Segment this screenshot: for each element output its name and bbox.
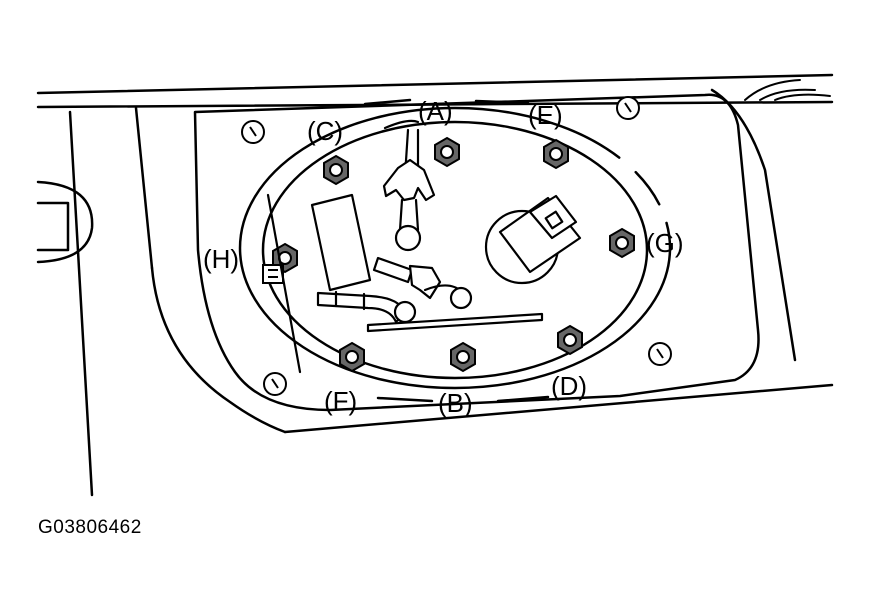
nut-d — [557, 324, 583, 356]
callout-b: (B) — [438, 388, 473, 418]
loom-line-3 — [774, 93, 831, 101]
connector-slot — [544, 210, 564, 230]
panel-inner-vertical-line — [134, 106, 154, 270]
panel-bottom-edge — [283, 383, 834, 434]
lower-hose-connector — [372, 256, 414, 284]
flange-outer-ring — [238, 106, 672, 390]
return-hose-band — [334, 290, 366, 311]
wiring-loom — [744, 79, 831, 101]
upper-fitting — [394, 224, 422, 252]
upper-hose-top — [383, 119, 420, 130]
return-hose — [316, 291, 406, 324]
screw-top-right — [616, 96, 640, 120]
cover-screws — [241, 96, 672, 396]
upper-clip — [382, 158, 436, 202]
callout-g: (G) — [646, 228, 684, 258]
nut-f — [339, 341, 365, 373]
panel-right-flange — [710, 88, 797, 362]
callout-leaders — [363, 98, 550, 403]
panel-left-vertical-edge — [68, 110, 94, 497]
upper-pipe — [398, 198, 420, 232]
left-bracket-tab — [36, 201, 70, 252]
panel-curved-body-edge — [150, 266, 287, 434]
pump-flange-ring — [238, 106, 672, 390]
figure-id: G03806462 — [38, 517, 142, 538]
guide-rod — [266, 193, 302, 374]
float-rod — [366, 312, 544, 333]
loom-line-2 — [759, 88, 816, 101]
screw-bottom-left — [263, 372, 287, 396]
callout-labels: (A) (E) (C) (G) (H) (D) (F) (B) — [203, 96, 684, 418]
nut-c — [323, 154, 349, 186]
pump-reservoir-block — [310, 193, 372, 292]
floor-panel — [36, 73, 834, 497]
lower-clip — [408, 264, 442, 300]
nut-g — [609, 227, 635, 259]
left-bracket-arc — [36, 180, 94, 264]
nut-e — [543, 138, 569, 170]
hose-clip-left — [262, 264, 284, 284]
screw-bottom-right — [648, 342, 672, 366]
nut-a — [434, 136, 460, 168]
callout-c: (C) — [307, 116, 343, 146]
access-cover-outline — [193, 93, 760, 412]
callout-h: (H) — [203, 244, 239, 274]
pump-internals — [266, 119, 582, 374]
flange-inner-ring — [261, 120, 649, 380]
lower-fitting-right — [449, 286, 473, 310]
return-hose-fitting — [393, 300, 417, 324]
callout-f: (F) — [324, 386, 357, 416]
left-bracket — [36, 180, 94, 264]
callout-d: (D) — [551, 371, 587, 401]
loom-line-1 — [744, 79, 801, 101]
callout-e: (E) — [528, 100, 563, 130]
panel-top-edge — [36, 73, 834, 95]
callout-a: (A) — [418, 96, 453, 126]
screw-top-left — [241, 120, 265, 144]
nut-b — [450, 341, 476, 373]
flange-nuts — [272, 136, 635, 373]
